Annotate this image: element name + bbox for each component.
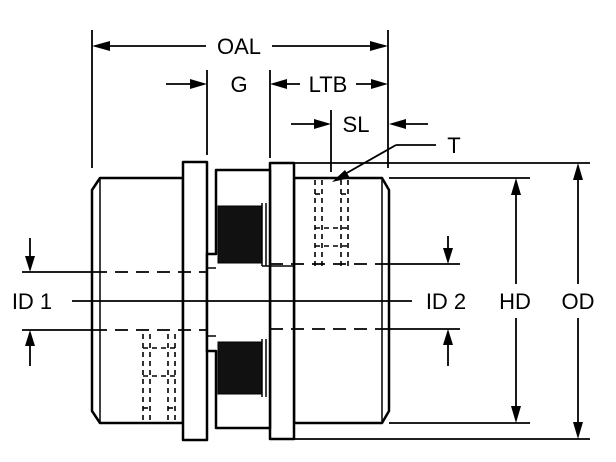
bore-hidden-lines (94, 263, 388, 331)
set-screw-right (314, 180, 349, 266)
id1-dimension (22, 238, 94, 366)
g-label: G (230, 72, 247, 97)
set-screw-left (142, 334, 176, 423)
od-dimension (294, 162, 590, 440)
g-dimension (166, 70, 271, 158)
lower-elastomer-element (217, 339, 267, 397)
t-label: T (447, 133, 460, 158)
id2-label: ID 2 (426, 289, 466, 314)
ltb-dimension (270, 79, 388, 89)
ltb-label: LTB (309, 72, 348, 97)
oal-label: OAL (217, 34, 261, 59)
sl-dimension (291, 110, 428, 172)
oal-dimension (91, 30, 389, 168)
od-label: OD (562, 289, 595, 314)
sl-label: SL (343, 112, 370, 137)
id1-label: ID 1 (12, 289, 52, 314)
t-leader (332, 144, 436, 182)
hd-dimension (389, 177, 530, 424)
upper-elastomer-element (217, 203, 267, 266)
id2-dimension (388, 236, 460, 366)
hd-label: HD (499, 289, 531, 314)
